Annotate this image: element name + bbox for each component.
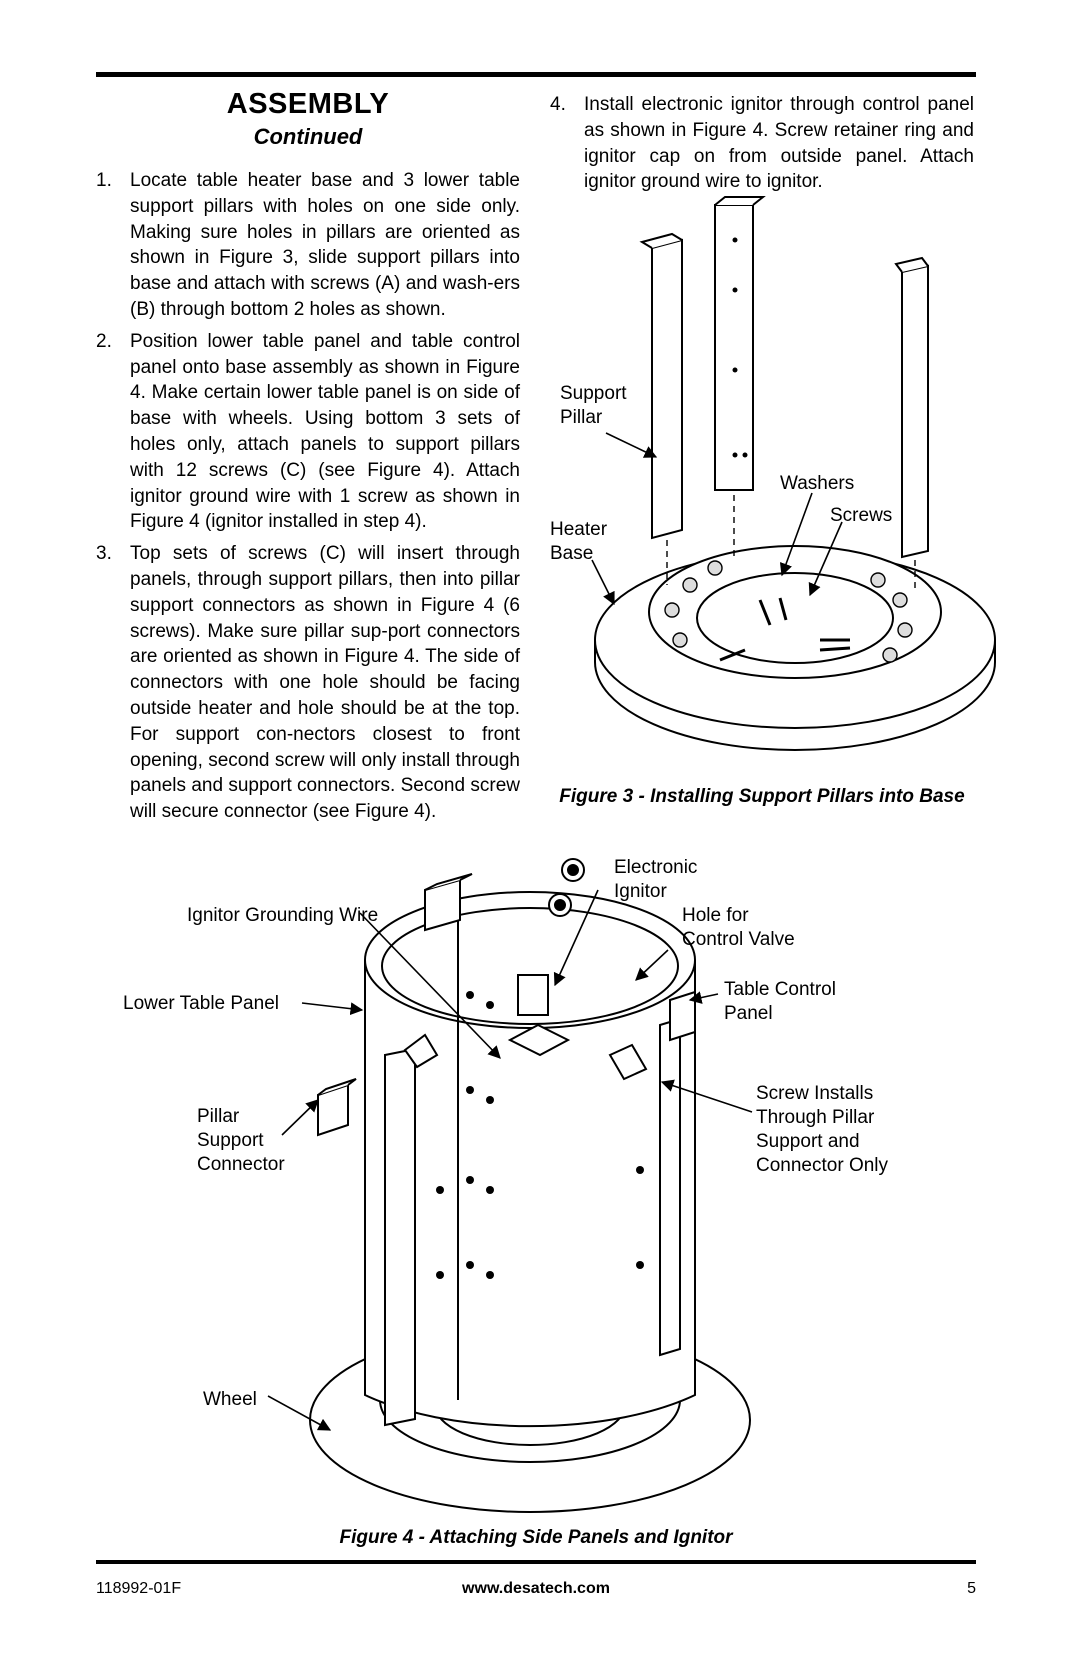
pillar-support-connector bbox=[317, 1083, 349, 1137]
footer-website: www.desatech.com bbox=[462, 1580, 610, 1597]
pillar-front-left bbox=[384, 1047, 416, 1427]
step-text: Install electronic ignitor through contr… bbox=[584, 94, 974, 193]
pillar-middle bbox=[714, 204, 754, 491]
figure3-caption: Figure 3 - Installing Support Pillars in… bbox=[559, 786, 965, 807]
cylinder-top-rim bbox=[364, 891, 696, 1029]
screws-washers bbox=[719, 597, 851, 662]
label-screws: Screws bbox=[830, 505, 893, 526]
figure4-caption: Figure 4 - Attaching Side Panels and Ign… bbox=[339, 1527, 733, 1548]
step-item: 1. Locate table heater base and 3 lower t… bbox=[96, 168, 520, 323]
right-instructions: 4. Install electronic ignitor through con… bbox=[550, 92, 974, 201]
ignitor-body bbox=[517, 974, 549, 1016]
figure4-leaders bbox=[267, 889, 753, 1431]
step-text: Locate table heater base and 3 lower tab… bbox=[130, 170, 520, 320]
heater-base-inner bbox=[696, 572, 894, 664]
label-screw-installs: Screw Installs Through Pillar Support an… bbox=[756, 1083, 889, 1176]
step-number: 1. bbox=[96, 170, 112, 191]
step-number: 3. bbox=[96, 543, 112, 565]
label-wheel: Wheel bbox=[203, 1389, 257, 1410]
pillar-right bbox=[901, 264, 929, 559]
pillar-right-fig4 bbox=[659, 1017, 681, 1357]
base-hole-pattern bbox=[664, 560, 913, 663]
step-number: 2. bbox=[96, 330, 112, 352]
figure3-drawing bbox=[594, 196, 996, 751]
label-pillar-support-connector: Pillar Support Connector bbox=[197, 1106, 285, 1175]
label-electronic-ignitor: Electronic Ignitor bbox=[614, 857, 698, 902]
label-washers: Washers bbox=[780, 473, 855, 494]
step-number: 4. bbox=[550, 94, 566, 115]
footer-part-number: 118992-01F bbox=[96, 1580, 182, 1597]
bottom-rule bbox=[96, 1560, 976, 1564]
step-item: 4. Install electronic ignitor through con… bbox=[550, 92, 974, 195]
top-rule bbox=[96, 72, 976, 77]
heater-base-rim bbox=[594, 640, 996, 751]
label-ignitor-grounding-wire: Ignitor Grounding Wire bbox=[187, 905, 379, 926]
figure3-leaders bbox=[591, 432, 843, 606]
label-table-control-panel: Table Control Panel bbox=[724, 979, 836, 1024]
step-text: Top sets of screws (C) will insert throu… bbox=[130, 543, 520, 823]
label-lower-table-panel: Lower Table Panel bbox=[123, 993, 279, 1014]
section-title: ASSEMBLY bbox=[226, 88, 390, 120]
section-subtitle: Continued bbox=[253, 124, 363, 149]
footer-page-number: 5 bbox=[967, 1580, 976, 1597]
step-item: 3. Top sets of screws (C) will insert thr… bbox=[96, 541, 520, 825]
left-instructions: 1. Locate table heater base and 3 lower t… bbox=[96, 168, 520, 831]
step-item: 2. Position lower table panel and table c… bbox=[96, 329, 520, 535]
cylinder-top-inner bbox=[381, 907, 679, 1025]
label-heater-base: Heater Base bbox=[550, 519, 608, 564]
step-text: Position lower table panel and table con… bbox=[130, 330, 520, 533]
table-control-panel-edge bbox=[669, 990, 696, 1042]
label-hole-for-control-valve: Hole for Control Valve bbox=[682, 905, 795, 950]
pillar-left bbox=[651, 238, 683, 540]
figure4-drawing bbox=[309, 858, 751, 1513]
label-support-pillar: Support Pillar bbox=[560, 383, 627, 428]
